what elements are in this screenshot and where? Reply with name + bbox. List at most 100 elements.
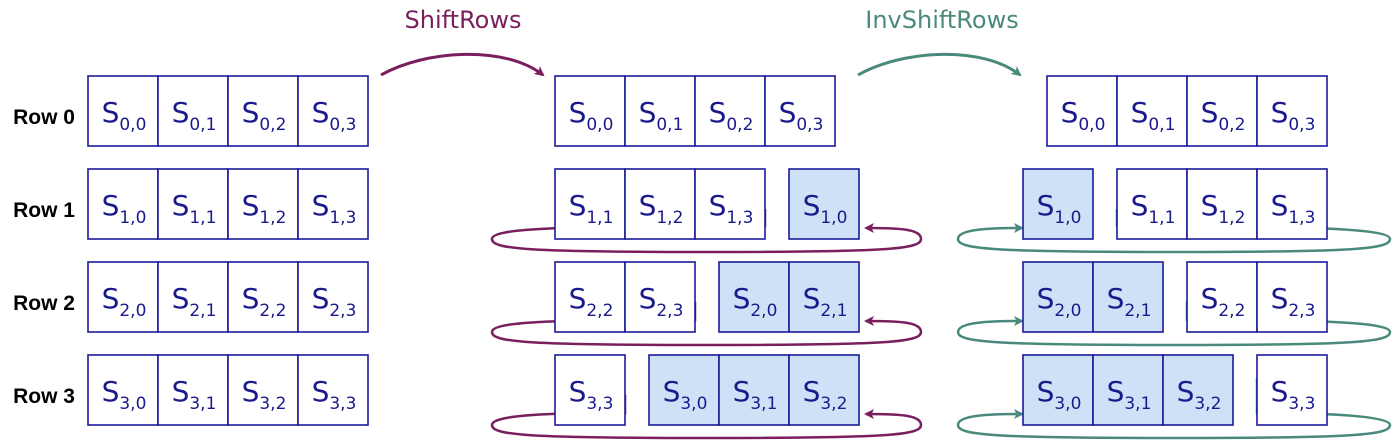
cell-label: S3,3 [312,375,357,414]
invshiftrows-title: InvShiftRows [865,6,1018,34]
cell-label: S0,0 [1061,96,1106,135]
cell-label: S1,3 [312,189,357,228]
state-cell-original-1-0: S1,0 [87,168,159,240]
state-cell-inv-shifted-3-2: S3,2 [1162,354,1234,426]
cell-box [1116,168,1188,240]
cell-box [157,261,229,333]
cell-box [718,261,790,333]
state-cell-original-1-2: S1,2 [227,168,299,240]
state-cell-shifted-3-3: S3,3 [554,354,626,426]
cell-box [297,354,369,426]
state-cell-inv-shifted-0-3: S0,3 [1256,75,1328,147]
cell-box [1256,354,1328,426]
shiftrows-loop-row-1 [490,209,923,254]
cell-label: S0,3 [1271,96,1316,135]
cell-label: S0,3 [312,96,357,135]
cell-label: S0,0 [569,96,614,135]
state-cell-original-0-1: S0,1 [157,75,229,147]
row-label-2: Row 2 [13,292,75,315]
state-cell-shifted-3-1: S3,1 [718,354,790,426]
state-cell-shifted-2-1: S2,1 [788,261,860,333]
cell-label: S2,1 [803,282,848,321]
cell-box [227,168,299,240]
cell-label: S1,1 [1131,189,1176,228]
cell-box [694,75,766,147]
cell-box [87,168,159,240]
state-cell-original-2-0: S2,0 [87,261,159,333]
cell-box [297,168,369,240]
state-cell-original-2-1: S2,1 [157,261,229,333]
cell-label: S1,0 [102,189,147,228]
cell-label: S0,1 [639,96,684,135]
cell-label: S2,1 [172,282,217,321]
cell-box [87,261,159,333]
state-cell-shifted-0-0: S0,0 [554,75,626,147]
cell-box [1022,354,1094,426]
state-cell-shifted-1-2: S1,2 [624,168,696,240]
cell-label: S3,2 [1177,375,1222,414]
cell-label: S1,3 [1271,189,1316,228]
state-cell-inv-shifted-1-1: S1,1 [1116,168,1188,240]
cell-label: S2,2 [1201,282,1246,321]
cell-label: S3,0 [663,375,708,414]
state-cell-shifted-3-0: S3,0 [648,354,720,426]
cell-box [624,261,696,333]
cell-box [1092,354,1164,426]
cell-box [1186,261,1258,333]
state-cell-shifted-3-2: S3,2 [788,354,860,426]
cell-label: S3,1 [1107,375,1152,414]
cell-label: S1,3 [709,189,754,228]
state-cell-shifted-1-3: S1,3 [694,168,766,240]
cell-box [1256,261,1328,333]
cell-label: S2,2 [569,282,614,321]
cell-box [157,354,229,426]
state-cell-shifted-2-2: S2,2 [554,261,626,333]
cell-label: S0,2 [1201,96,1246,135]
cell-label: S3,0 [1037,375,1082,414]
cell-box [87,354,159,426]
cell-label: S1,1 [172,189,217,228]
state-cell-original-3-0: S3,0 [87,354,159,426]
cell-box [1256,75,1328,147]
cell-box [157,75,229,147]
state-cell-shifted-1-1: S1,1 [554,168,626,240]
cell-box [1046,75,1118,147]
cell-label: S2,2 [242,282,287,321]
cell-box [1022,168,1094,240]
state-cell-original-0-2: S0,2 [227,75,299,147]
cell-box [227,75,299,147]
state-cell-original-3-1: S3,1 [157,354,229,426]
cell-label: S0,0 [102,96,147,135]
cell-label: S3,2 [803,375,848,414]
invshiftrows-loop-row-3 [956,378,1392,440]
invshiftrows-arrow [857,52,1022,77]
state-cell-inv-shifted-2-3: S2,3 [1256,261,1328,333]
cell-label: S0,1 [172,96,217,135]
cell-label: S2,1 [1107,282,1152,321]
cell-box [554,75,626,147]
shiftrows-loop-row-3 [490,395,923,440]
cell-label: S3,1 [733,375,778,414]
cell-label: S1,0 [1037,189,1082,228]
state-cell-inv-shifted-0-2: S0,2 [1186,75,1258,147]
state-cell-original-2-3: S2,3 [297,261,369,333]
cell-label: S2,0 [733,282,778,321]
state-cell-inv-shifted-3-0: S3,0 [1022,354,1094,426]
state-cell-shifted-0-2: S0,2 [694,75,766,147]
state-cell-inv-shifted-3-3: S3,3 [1256,354,1328,426]
state-cell-original-2-2: S2,2 [227,261,299,333]
state-cell-shifted-1-0: S1,0 [788,168,860,240]
state-cell-original-1-3: S1,3 [297,168,369,240]
cell-label: S3,3 [569,375,614,414]
state-cell-inv-shifted-3-1: S3,1 [1092,354,1164,426]
state-cell-inv-shifted-2-0: S2,0 [1022,261,1094,333]
cell-box [297,261,369,333]
cell-box [788,168,860,240]
cell-label: S3,3 [1271,375,1316,414]
cell-box [227,354,299,426]
cell-label: S2,0 [1037,282,1082,321]
cell-label: S1,0 [803,189,848,228]
state-cell-inv-shifted-1-0: S1,0 [1022,168,1094,240]
state-cell-shifted-0-3: S0,3 [764,75,836,147]
